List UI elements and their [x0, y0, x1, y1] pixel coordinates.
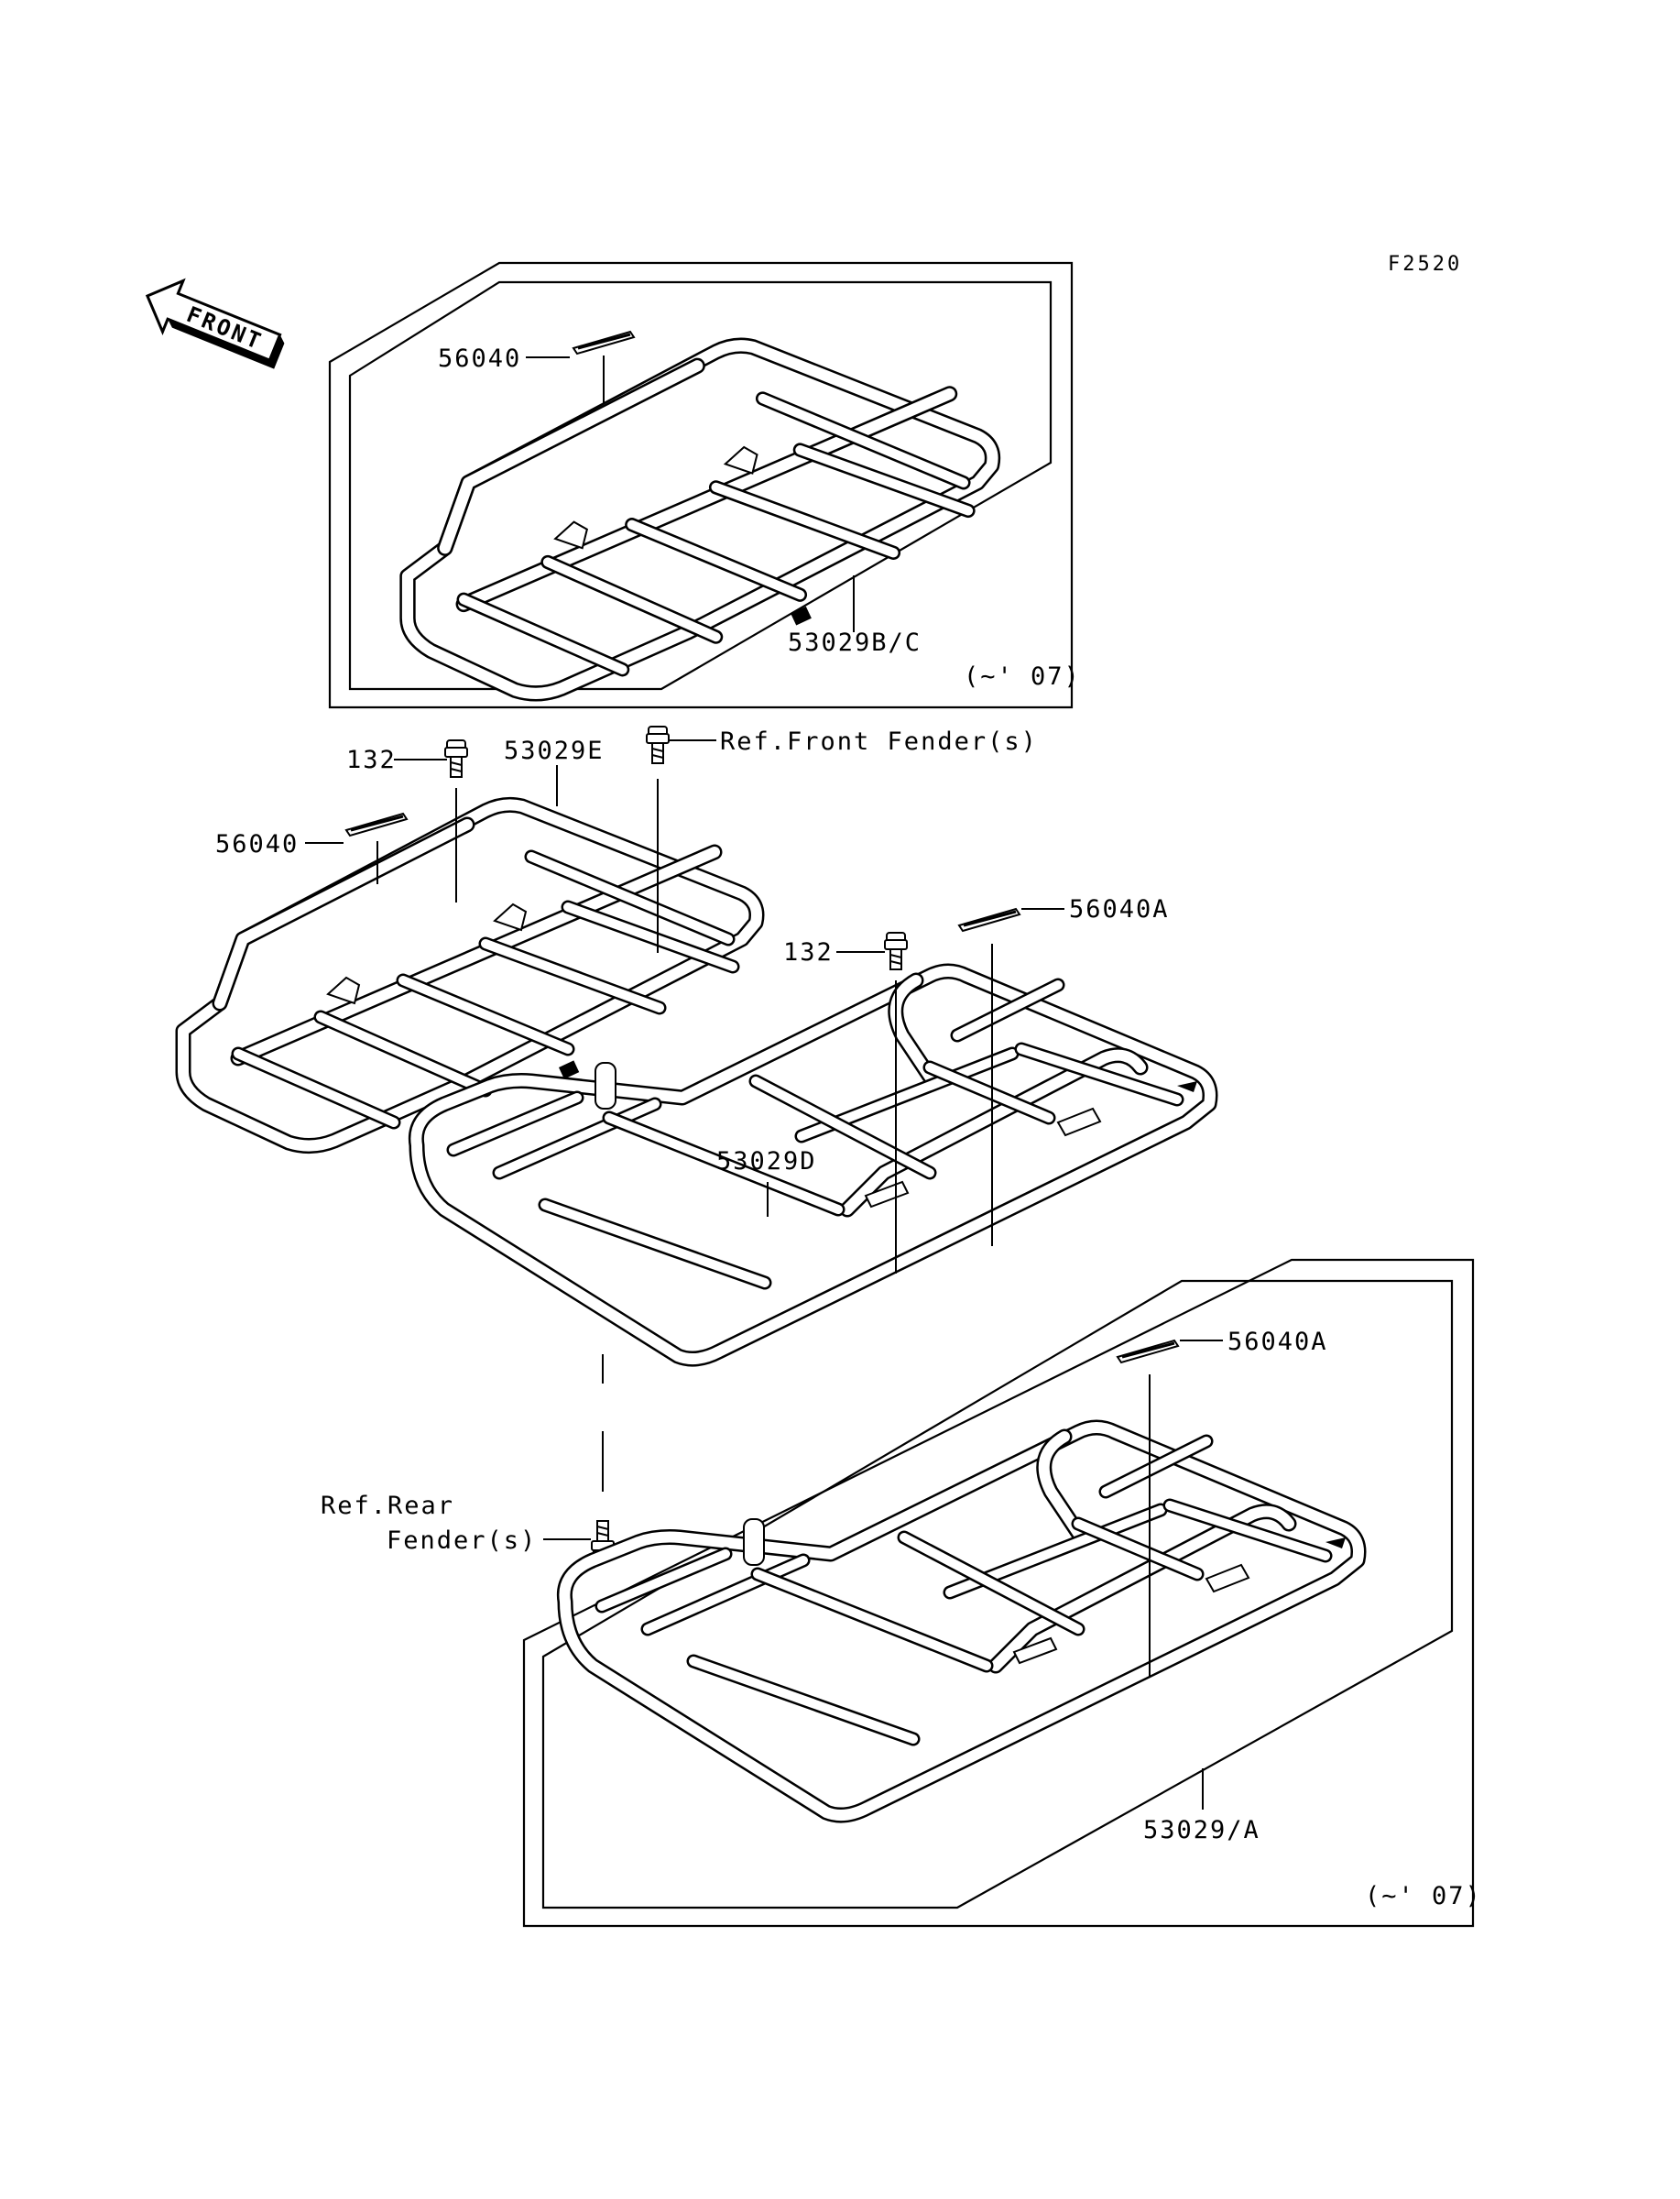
label-132-rear: 132	[783, 938, 834, 967]
label-56040-front: 56040	[215, 830, 299, 859]
decal-56040a-rear	[957, 907, 1021, 933]
front-arrow-icon: FRONT	[145, 278, 285, 369]
decal-56040-front	[344, 812, 409, 837]
label-ref-rear-line2: Fender(s)	[387, 1526, 537, 1555]
label-ref-rear-line1: Ref.Rear	[321, 1492, 454, 1520]
decal-56040a-lower	[1116, 1339, 1180, 1364]
label-53029a: 53029/A	[1143, 1816, 1260, 1844]
lower-group-frame	[522, 1258, 1475, 1928]
label-53029e: 53029E	[504, 737, 605, 765]
label-56040-upper: 56040	[438, 345, 521, 373]
lower-group-note: (~' 07)	[1365, 1882, 1482, 1910]
bolt-ref-front-fender	[646, 726, 670, 764]
label-ref-front-fender: Ref.Front Fender(s)	[720, 728, 1038, 756]
label-132-front: 132	[346, 746, 397, 774]
label-56040a-lower: 56040A	[1227, 1328, 1328, 1356]
carrier-53029a	[564, 1428, 1358, 1815]
figure-code: F2520	[1388, 253, 1462, 276]
label-53029d: 53029D	[716, 1147, 817, 1176]
bolt-132-front	[444, 739, 468, 778]
upper-group-frame	[328, 261, 1074, 709]
bolt-132-rear	[884, 932, 908, 970]
label-56040a-rear: 56040A	[1069, 895, 1170, 924]
upper-group-note: (~' 07)	[964, 662, 1081, 691]
label-53029bc: 53029B/C	[788, 629, 922, 657]
decal-56040-upper	[572, 330, 636, 356]
